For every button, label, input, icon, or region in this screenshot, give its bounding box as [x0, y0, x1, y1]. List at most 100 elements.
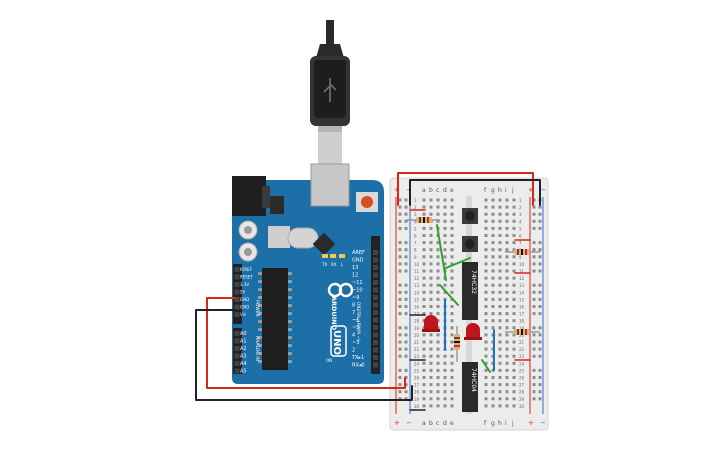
hole[interactable]: [443, 404, 447, 408]
header-pin[interactable]: [234, 353, 240, 359]
button-icon[interactable]: [462, 236, 478, 252]
hole[interactable]: [429, 312, 433, 316]
hole[interactable]: [422, 276, 426, 280]
hole[interactable]: [505, 390, 509, 394]
hole[interactable]: [484, 269, 488, 273]
hole[interactable]: [429, 383, 433, 387]
hole[interactable]: [443, 234, 447, 237]
hole[interactable]: [512, 297, 516, 301]
hole[interactable]: [491, 368, 495, 372]
hole[interactable]: [505, 326, 509, 330]
rail-hole[interactable]: [398, 219, 402, 223]
hole[interactable]: [498, 326, 502, 330]
hole[interactable]: [484, 226, 488, 230]
rail-hole[interactable]: [398, 383, 402, 387]
hole[interactable]: [443, 255, 447, 259]
header-pin[interactable]: [234, 304, 240, 310]
rail-hole[interactable]: [532, 368, 536, 372]
rail-hole[interactable]: [538, 262, 542, 266]
hole[interactable]: [491, 255, 495, 259]
hole[interactable]: [450, 219, 454, 223]
hole[interactable]: [436, 354, 440, 358]
hole[interactable]: [443, 383, 447, 387]
rail-hole[interactable]: [532, 262, 536, 266]
hole[interactable]: [450, 333, 454, 337]
rail-hole[interactable]: [538, 347, 542, 351]
hole[interactable]: [505, 376, 509, 379]
rail-hole[interactable]: [532, 305, 536, 308]
rail-hole[interactable]: [538, 241, 542, 245]
hole[interactable]: [429, 241, 433, 245]
rail-hole[interactable]: [532, 205, 536, 209]
rail-hole[interactable]: [404, 226, 408, 230]
header-pin[interactable]: [234, 312, 240, 317]
rail-hole[interactable]: [532, 297, 536, 301]
hole[interactable]: [512, 383, 516, 387]
rail-hole[interactable]: [532, 397, 536, 401]
hole[interactable]: [498, 390, 502, 394]
hole[interactable]: [450, 234, 454, 237]
rail-hole[interactable]: [532, 376, 536, 379]
rail-hole[interactable]: [404, 312, 408, 316]
rail-hole[interactable]: [398, 262, 402, 266]
hole[interactable]: [484, 212, 488, 216]
rail-hole[interactable]: [398, 205, 402, 209]
header-pin[interactable]: [373, 295, 378, 300]
rail-hole[interactable]: [398, 212, 402, 216]
hole[interactable]: [512, 326, 516, 330]
rail-hole[interactable]: [398, 255, 402, 259]
hole[interactable]: [450, 354, 454, 358]
header-pin[interactable]: [373, 302, 378, 308]
hole[interactable]: [429, 226, 433, 230]
hole[interactable]: [450, 340, 454, 344]
rail-hole[interactable]: [538, 326, 542, 330]
hole[interactable]: [422, 376, 426, 379]
hole[interactable]: [512, 283, 516, 287]
rail-hole[interactable]: [532, 383, 536, 387]
header-pin[interactable]: [373, 265, 378, 270]
hole[interactable]: [484, 290, 488, 294]
hole[interactable]: [505, 340, 509, 344]
hole[interactable]: [491, 198, 495, 202]
hole[interactable]: [429, 297, 433, 301]
hole[interactable]: [491, 219, 495, 223]
hole[interactable]: [505, 368, 509, 372]
hole[interactable]: [450, 205, 454, 209]
rail-hole[interactable]: [404, 390, 408, 394]
header-pin[interactable]: [373, 287, 378, 293]
resistor-icon[interactable]: [505, 329, 540, 335]
hole[interactable]: [450, 198, 454, 202]
hole[interactable]: [498, 255, 502, 259]
header-pin[interactable]: [373, 272, 378, 278]
hole[interactable]: [436, 390, 440, 394]
hole[interactable]: [498, 333, 502, 337]
hole[interactable]: [491, 234, 495, 237]
hole[interactable]: [491, 212, 495, 216]
hole[interactable]: [512, 241, 516, 245]
hole[interactable]: [450, 397, 454, 401]
rail-hole[interactable]: [538, 283, 542, 287]
hole[interactable]: [484, 383, 488, 387]
resistor-icon[interactable]: [505, 249, 540, 255]
rail-hole[interactable]: [404, 255, 408, 259]
hole[interactable]: [491, 226, 495, 230]
rail-hole[interactable]: [398, 312, 402, 316]
rail-hole[interactable]: [538, 226, 542, 230]
hole[interactable]: [429, 205, 433, 209]
hole[interactable]: [491, 262, 495, 266]
hole[interactable]: [512, 347, 516, 351]
hole[interactable]: [484, 198, 488, 202]
hole[interactable]: [429, 397, 433, 401]
rail-hole[interactable]: [398, 347, 402, 351]
hole[interactable]: [512, 205, 516, 209]
hole[interactable]: [429, 212, 433, 216]
hole[interactable]: [484, 241, 488, 245]
hole[interactable]: [450, 319, 454, 323]
hole[interactable]: [512, 376, 516, 379]
hole[interactable]: [484, 255, 488, 259]
rail-hole[interactable]: [398, 397, 402, 401]
rail-hole[interactable]: [532, 340, 536, 344]
hole[interactable]: [484, 219, 488, 223]
hole[interactable]: [436, 376, 440, 379]
led-icon[interactable]: [464, 323, 482, 340]
